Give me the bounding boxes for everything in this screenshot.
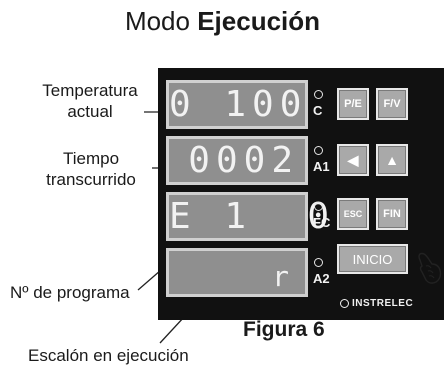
key-left[interactable]: ◀: [337, 144, 369, 176]
label-tiempo-line2: transcurrido: [46, 170, 136, 189]
display-programa-escalon-value: E 1 0: [169, 196, 336, 237]
arrow-up-icon: ▲: [378, 146, 406, 174]
led-fc-label: FC: [313, 215, 331, 230]
led-fc: [314, 202, 323, 211]
label-temperatura: Temperatura actual: [28, 80, 152, 122]
led-a2: [314, 258, 323, 267]
key-inicio[interactable]: INICIO: [337, 244, 408, 274]
key-up[interactable]: ▲: [376, 144, 408, 176]
arrow-left-icon: ◀: [339, 146, 367, 174]
brand-logo: INSTRELEC: [340, 298, 413, 309]
led-c: [314, 90, 323, 99]
display-temperatura-value: 0 100: [169, 84, 308, 125]
led-a1: [314, 146, 323, 155]
key-fin-label: FIN: [378, 200, 406, 228]
label-programa: Nº de programa: [10, 283, 130, 302]
pointing-hand-icon: [418, 252, 442, 284]
key-esc-label: ESC: [339, 200, 367, 228]
key-p-e-label: P/E: [339, 90, 367, 118]
key-p-e[interactable]: P/E: [337, 88, 369, 120]
display-tiempo: 0002: [166, 136, 308, 185]
title-prefix: Modo: [124, 6, 190, 36]
key-inicio-label: INICIO: [339, 246, 406, 272]
key-f-v[interactable]: F/V: [376, 88, 408, 120]
figure-caption: Figura 6: [243, 318, 325, 341]
key-f-v-label: F/V: [378, 90, 406, 118]
key-esc[interactable]: ESC: [337, 198, 369, 230]
display-cuarto-value: r: [272, 260, 295, 293]
brand-name: INSTRELEC: [352, 298, 414, 309]
display-tiempo-value: 0002: [188, 140, 299, 181]
key-fin[interactable]: FIN: [376, 198, 408, 230]
label-temperatura-line1: Temperatura: [42, 81, 138, 100]
brand-mark-icon: [340, 299, 349, 308]
led-a1-label: A1: [313, 159, 330, 174]
page-title: Modo Ejecución: [0, 6, 445, 37]
label-temperatura-line2: actual: [67, 102, 113, 121]
led-a2-label: A2: [313, 271, 330, 286]
display-temperatura: 0 100: [166, 80, 308, 129]
label-escalon: Escalón en ejecución: [28, 346, 189, 365]
label-tiempo-line1: Tiempo: [62, 149, 120, 168]
led-c-label: C: [313, 103, 323, 118]
display-cuarto: r: [166, 248, 308, 297]
title-bold: Ejecución: [197, 6, 321, 36]
label-tiempo: Tiempo transcurrido: [24, 148, 158, 190]
display-programa-escalon: E 1 0: [166, 192, 336, 241]
